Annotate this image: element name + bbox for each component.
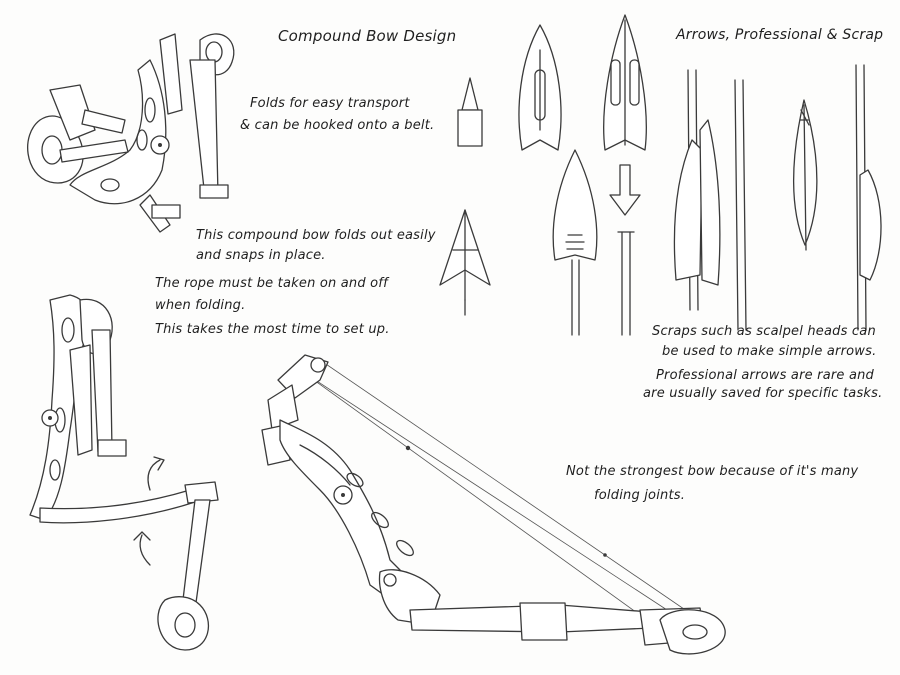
compound-bow-sketch <box>261 354 726 655</box>
folded-bow-sketch <box>27 33 235 233</box>
note-rope-line-2: when folding. <box>155 298 246 313</box>
note-snap-line-2: and snaps in place. <box>196 248 326 263</box>
note-strong-line-2: folding joints. <box>594 488 686 503</box>
unfolding-bow-sketch <box>29 294 219 651</box>
note-pro-line-1: Professional arrows are rare and <box>656 368 875 383</box>
note-rope-line-1: The rope must be taken on and off <box>155 276 388 291</box>
arrows-title: Arrows, Professional & Scrap <box>676 27 884 43</box>
note-snap-line-1: This compound bow folds out easily <box>196 228 436 243</box>
arrowheads-sketch <box>439 14 647 336</box>
arrow-shafts-sketch <box>673 64 882 331</box>
note-fold-line-1: Folds for easy transport <box>250 96 410 111</box>
note-pro-line-2: are usually saved for specific tasks. <box>643 386 883 401</box>
note-rope-line-3: This takes the most time to set up. <box>155 322 390 337</box>
note-scrap-line-2: be used to make simple arrows. <box>662 344 877 359</box>
bow-design-title: Compound Bow Design <box>278 27 457 45</box>
note-fold-line-2: & can be hooked onto a belt. <box>240 118 435 133</box>
note-strong-line-1: Not the strongest bow because of it's ma… <box>566 464 859 479</box>
note-scrap-line-1: Scraps such as scalpel heads can <box>652 324 876 339</box>
